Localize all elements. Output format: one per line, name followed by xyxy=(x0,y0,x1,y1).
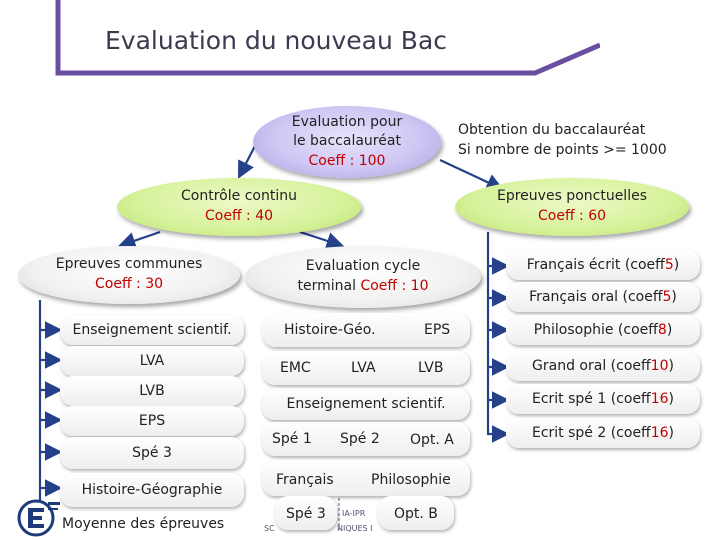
baccalaureat-line2: le baccalauréat xyxy=(293,133,401,150)
communes-item-ens-scientif: Enseignement scientif. xyxy=(60,315,244,345)
ponctuelle-item-philosophie: Philosophie (coeff 8) xyxy=(506,315,700,345)
obtention-line2: Si nombre de points >= 1000 xyxy=(458,142,667,159)
ponctuelle-francais-oral-label: Français oral (coeff xyxy=(529,289,663,305)
controle-continu-label: Contrôle continu xyxy=(181,188,297,205)
cycle-spe3: Spé 3 xyxy=(286,506,326,522)
ponctuelle-item-grand-oral: Grand oral (coeff 10) xyxy=(506,351,700,381)
cycle-histoire-geo: Histoire-Géo. xyxy=(284,322,376,338)
baccalaureat-coeff: Coeff : 100 xyxy=(308,152,386,169)
communes-item-eps: EPS xyxy=(60,406,244,436)
epreuves-ponctuelles-coeff: Coeff : 60 xyxy=(537,208,607,224)
evaluation-cycle-label: Evaluation cycle xyxy=(305,258,421,275)
cycle-langues-box xyxy=(262,351,470,385)
academie-logo xyxy=(17,499,60,537)
ponctuelle-grand-oral-close: ) xyxy=(668,358,674,374)
communes-item-lvb: LVB xyxy=(60,376,244,406)
ponctuelle-ecrit-spe1-close: ) xyxy=(668,391,674,407)
ponctuelle-grand-oral-label: Grand oral (coeff xyxy=(532,358,651,374)
title-frame xyxy=(55,0,600,76)
ponctuelle-philosophie-close: ) xyxy=(666,322,673,338)
cycle-opt-b-box xyxy=(378,496,454,530)
epreuves-ponctuelles-label: Epreuves ponctuelles xyxy=(497,188,647,205)
cycle-opt-b: Opt. B xyxy=(394,506,438,522)
obtention-note: Obtention du baccalauréat Si nombre de p… xyxy=(458,120,667,161)
cycle-emc: EMC xyxy=(280,360,311,376)
controle-continu-node: Contrôle continu Coeff : 40 xyxy=(117,178,361,236)
evaluation-cycle-terminal: terminal xyxy=(297,278,361,294)
epreuves-communes-node: Epreuves communes Coeff : 30 xyxy=(18,246,240,304)
cycle-francais-philo-box xyxy=(262,460,470,496)
epreuves-ponctuelles-node: Epreuves ponctuelles Coeff : 60 xyxy=(455,178,689,236)
ponctuelle-philosophie-coeff: 8 xyxy=(657,322,667,338)
communes-item-spe3: Spé 3 xyxy=(60,437,244,469)
cycle-eps: EPS xyxy=(424,322,451,338)
ponctuelle-grand-oral-coeff: 10 xyxy=(650,358,669,374)
cycle-ens-scientif: Enseignement scientif. xyxy=(262,388,470,420)
cycle-spe1: Spé 1 xyxy=(272,431,312,447)
cycle-specialites-box xyxy=(262,422,470,456)
cycle-spe2: Spé 2 xyxy=(340,431,380,447)
evaluation-cycle-coeff: Coeff : 10 xyxy=(360,278,429,294)
evaluation-cycle-node: Evaluation cycle terminal Coeff : 10 xyxy=(245,246,481,308)
ponctuelle-ecrit-spe2-close: ) xyxy=(668,425,674,441)
ponctuelle-francais-ecrit-label: Français écrit (coeff xyxy=(526,257,665,273)
page-title: Evaluation du nouveau Bac xyxy=(105,26,448,55)
cycle-histoire-geo-eps-box xyxy=(262,313,470,347)
controle-continu-coeff: Coeff : 40 xyxy=(204,208,274,224)
cycle-lva: LVA xyxy=(351,360,376,376)
communes-item-lva: LVA xyxy=(60,346,244,376)
cycle-spe3-box xyxy=(275,496,337,530)
ponctuelle-philosophie-label: Philosophie (coeff xyxy=(533,322,658,338)
ponctuelle-ecrit-spe2-coeff: 16 xyxy=(650,425,669,441)
ponctuelle-item-francais-ecrit: Français écrit (coeff 5) xyxy=(506,250,700,280)
obtention-line1: Obtention du baccalauréat xyxy=(458,122,646,138)
baccalaureat-line1: Evaluation pour xyxy=(291,113,403,130)
cycle-philosophie: Philosophie xyxy=(371,472,451,488)
ponctuelle-item-ecrit-spe2: Ecrit spé 2 (coeff 16) xyxy=(506,418,700,448)
ponctuelle-francais-ecrit-close: ) xyxy=(673,257,680,273)
communes-item-histoire-geographie: Histoire-Géographie xyxy=(60,473,244,507)
ponctuelle-item-ecrit-spe1: Ecrit spé 1 (coeff 16) xyxy=(506,384,700,414)
ponctuelle-francais-oral-coeff: 5 xyxy=(662,289,672,305)
ponctuelle-francais-ecrit-coeff: 5 xyxy=(664,257,674,273)
cycle-lvb: LVB xyxy=(418,360,444,376)
ponctuelle-ecrit-spe1-coeff: 16 xyxy=(650,391,669,407)
baccalaureat-node: Evaluation pour le baccalauréat Coeff : … xyxy=(253,106,441,178)
ponctuelle-item-francais-oral: Français oral (coeff 5) xyxy=(506,282,700,312)
cycle-francais: Français xyxy=(276,472,334,488)
ponctuelle-ecrit-spe2-label: Ecrit spé 2 (coeff xyxy=(531,425,651,441)
footer-niques: NIQUES I xyxy=(337,524,373,533)
evaluation-cycle-line2: terminal Coeff : 10 xyxy=(298,277,429,297)
ponctuelle-francais-oral-close: ) xyxy=(671,289,677,305)
cycle-opt-a: Opt. A xyxy=(410,432,454,448)
epreuves-communes-label: Epreuves communes xyxy=(55,256,203,273)
ponctuelle-ecrit-spe1-label: Ecrit spé 1 (coeff xyxy=(531,391,651,407)
moyenne-label: Moyenne des épreuves xyxy=(62,516,225,532)
epreuves-communes-coeff: Coeff : 30 xyxy=(94,276,164,292)
footer-ia-ipr: IA-IPR xyxy=(342,509,366,518)
footer-sc: SC xyxy=(264,524,275,533)
